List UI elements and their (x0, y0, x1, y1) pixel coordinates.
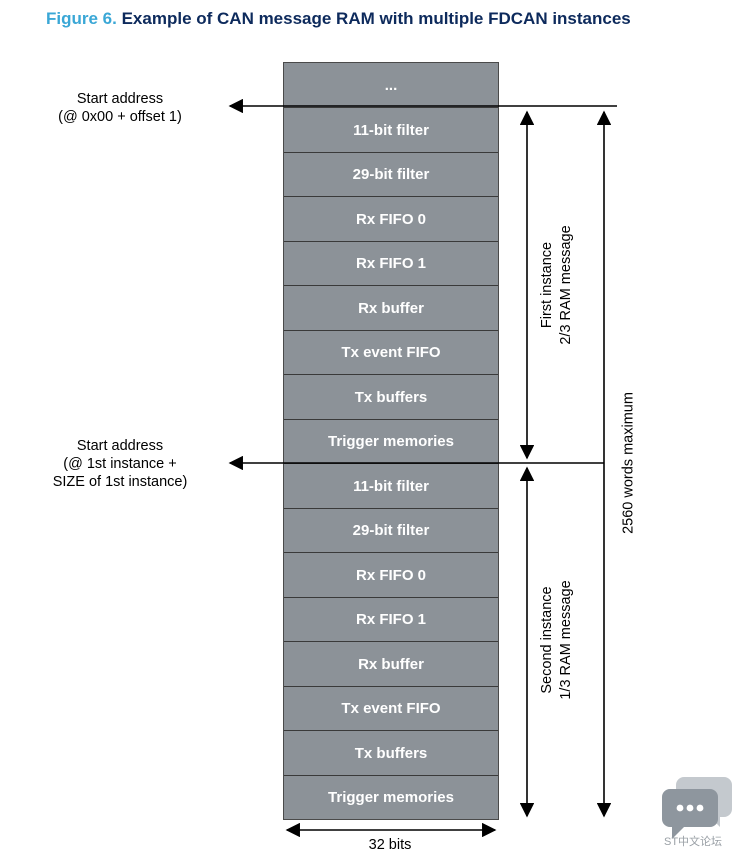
first-instance-line1: First instance (539, 241, 555, 329)
chat-bubbles-icon (662, 777, 732, 839)
ram-row: 29-bit filter (284, 508, 498, 552)
max-words-text: 2560 words maximum (620, 392, 637, 534)
watermark-text: ST中文论坛 (664, 836, 723, 848)
figure-number: Figure 6. (46, 9, 117, 28)
figure-title-text: Example of CAN message RAM with multiple… (121, 9, 631, 28)
ram-row: Tx event FIFO (284, 330, 498, 374)
second-instance-line2: 1/3 RAM message (558, 580, 574, 700)
width-label: 32 bits (368, 837, 412, 853)
start-address-1-line2: (@ 0x00 + offset 1) (58, 109, 182, 125)
ram-row: 11-bit filter (284, 107, 498, 152)
ram-row: Tx buffers (284, 374, 498, 419)
ram-row: Rx buffer (284, 285, 498, 330)
ram-row: Tx event FIFO (284, 686, 498, 730)
ram-row: 29-bit filter (284, 152, 498, 196)
ram-row: Trigger memories (284, 775, 498, 819)
start-address-2-line3: SIZE of 1st instance) (52, 474, 188, 490)
start-address-2-line1: Start address (76, 438, 164, 454)
ram-row: Rx FIFO 1 (284, 597, 498, 641)
start-address-2-line2: (@ 1st instance + (63, 456, 177, 472)
start-address-2-label: Start address (@ 1st instance + SIZE of … (30, 437, 210, 491)
ram-row: Tx buffers (284, 730, 498, 775)
start-address-1-label: Start address (@ 0x00 + offset 1) (38, 90, 202, 126)
ram-row: Rx FIFO 0 (284, 552, 498, 597)
ram-row: Rx buffer (284, 641, 498, 686)
ram-row: Trigger memories (284, 419, 498, 463)
second-instance-label: Second instance 1/3 RAM message (538, 580, 576, 699)
figure-title: Figure 6. Example of CAN message RAM wit… (46, 9, 631, 29)
ram-row: Rx FIFO 1 (284, 241, 498, 285)
ram-row-ellipsis: ... (384, 76, 398, 94)
first-instance-label: First instance 2/3 RAM message (538, 225, 576, 344)
second-instance-line1: Second instance (539, 586, 555, 694)
max-words-label: 2560 words maximum (620, 392, 639, 534)
ram-row: Rx FIFO 0 (284, 196, 498, 241)
first-instance-line2: 2/3 RAM message (558, 225, 574, 345)
start-address-1-line1: Start address (76, 91, 164, 107)
